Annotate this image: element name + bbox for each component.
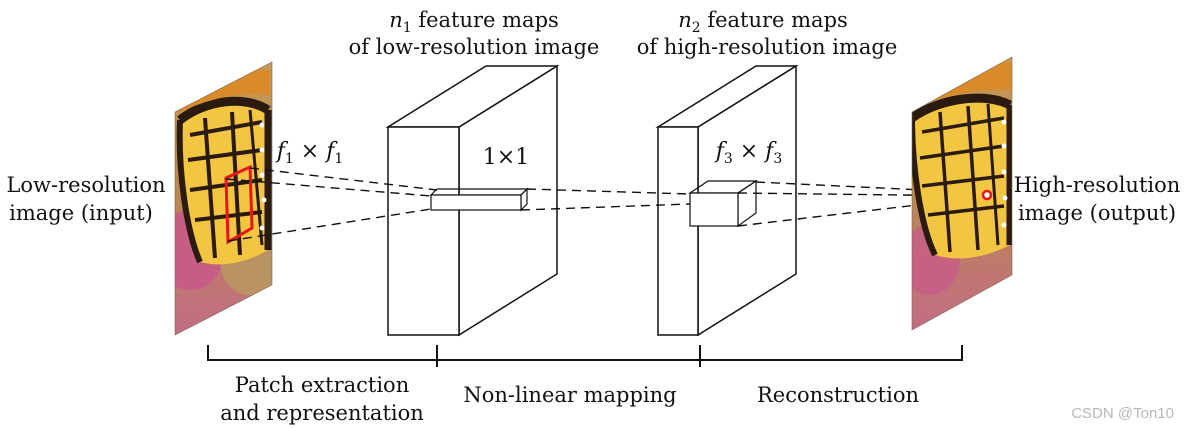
input-label-line1: Low-resolution xyxy=(6,173,165,197)
feature-maps-2-subtitle: of high-resolution image xyxy=(637,35,898,59)
feature-maps-block-2 xyxy=(655,64,799,337)
projection-lines xyxy=(225,167,986,242)
stage-3-label: Reconstruction xyxy=(757,383,919,407)
input-patch-highlight xyxy=(224,164,254,245)
filter-size-1: f1 × f1 xyxy=(275,139,344,167)
feature-maps-1-title: n1 feature maps xyxy=(389,8,559,36)
filter-cube-f3 xyxy=(688,179,758,228)
watermark: CSDN @Ton10 xyxy=(1071,405,1174,422)
output-label-line2: image (output) xyxy=(1018,201,1176,225)
stage-2-label: Non-linear mapping xyxy=(463,383,676,407)
filter-size-3: f3 × f3 xyxy=(714,139,783,167)
filter-size-2: 1×1 xyxy=(483,145,529,170)
feature-maps-1-subtitle: of low-resolution image xyxy=(349,35,600,59)
stage-1-label-line2: and representation xyxy=(220,401,424,425)
output-image xyxy=(911,56,1013,331)
output-pixel-highlight xyxy=(981,189,993,201)
input-image xyxy=(174,61,273,336)
output-label-line1: High-resolution xyxy=(1014,173,1181,197)
input-label-line2: image (input) xyxy=(9,201,153,225)
feature-maps-block-1 xyxy=(385,64,560,337)
stage-brackets xyxy=(207,345,963,367)
stage-1-label-line1: Patch extraction xyxy=(235,373,409,397)
feature-maps-2-title: n2 feature maps xyxy=(678,8,848,36)
